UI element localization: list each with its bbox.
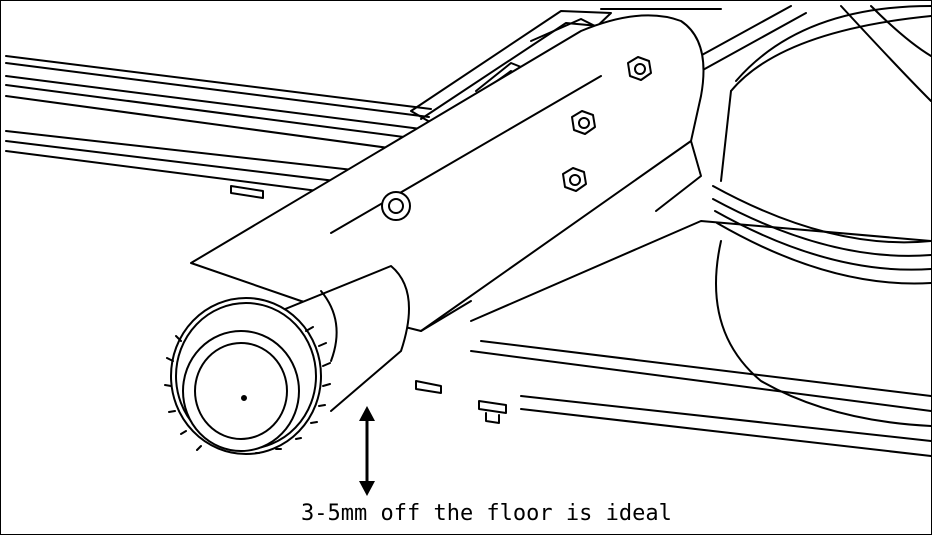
socket-bolt — [381, 191, 411, 221]
hex-nut — [627, 56, 652, 81]
roller-tube — [230, 265, 410, 412]
upper-rail — [600, 5, 807, 72]
base-plate — [415, 220, 932, 457]
clearance-arrow — [359, 406, 375, 496]
main-plate — [190, 14, 705, 332]
hex-nut — [571, 110, 596, 135]
hex-nut — [562, 167, 587, 192]
flywheel-housing — [712, 5, 932, 427]
transport-wheel — [164, 297, 331, 455]
caption-text: 3-5mm off the floor is ideal — [301, 501, 672, 526]
frame-rails — [5, 55, 432, 202]
